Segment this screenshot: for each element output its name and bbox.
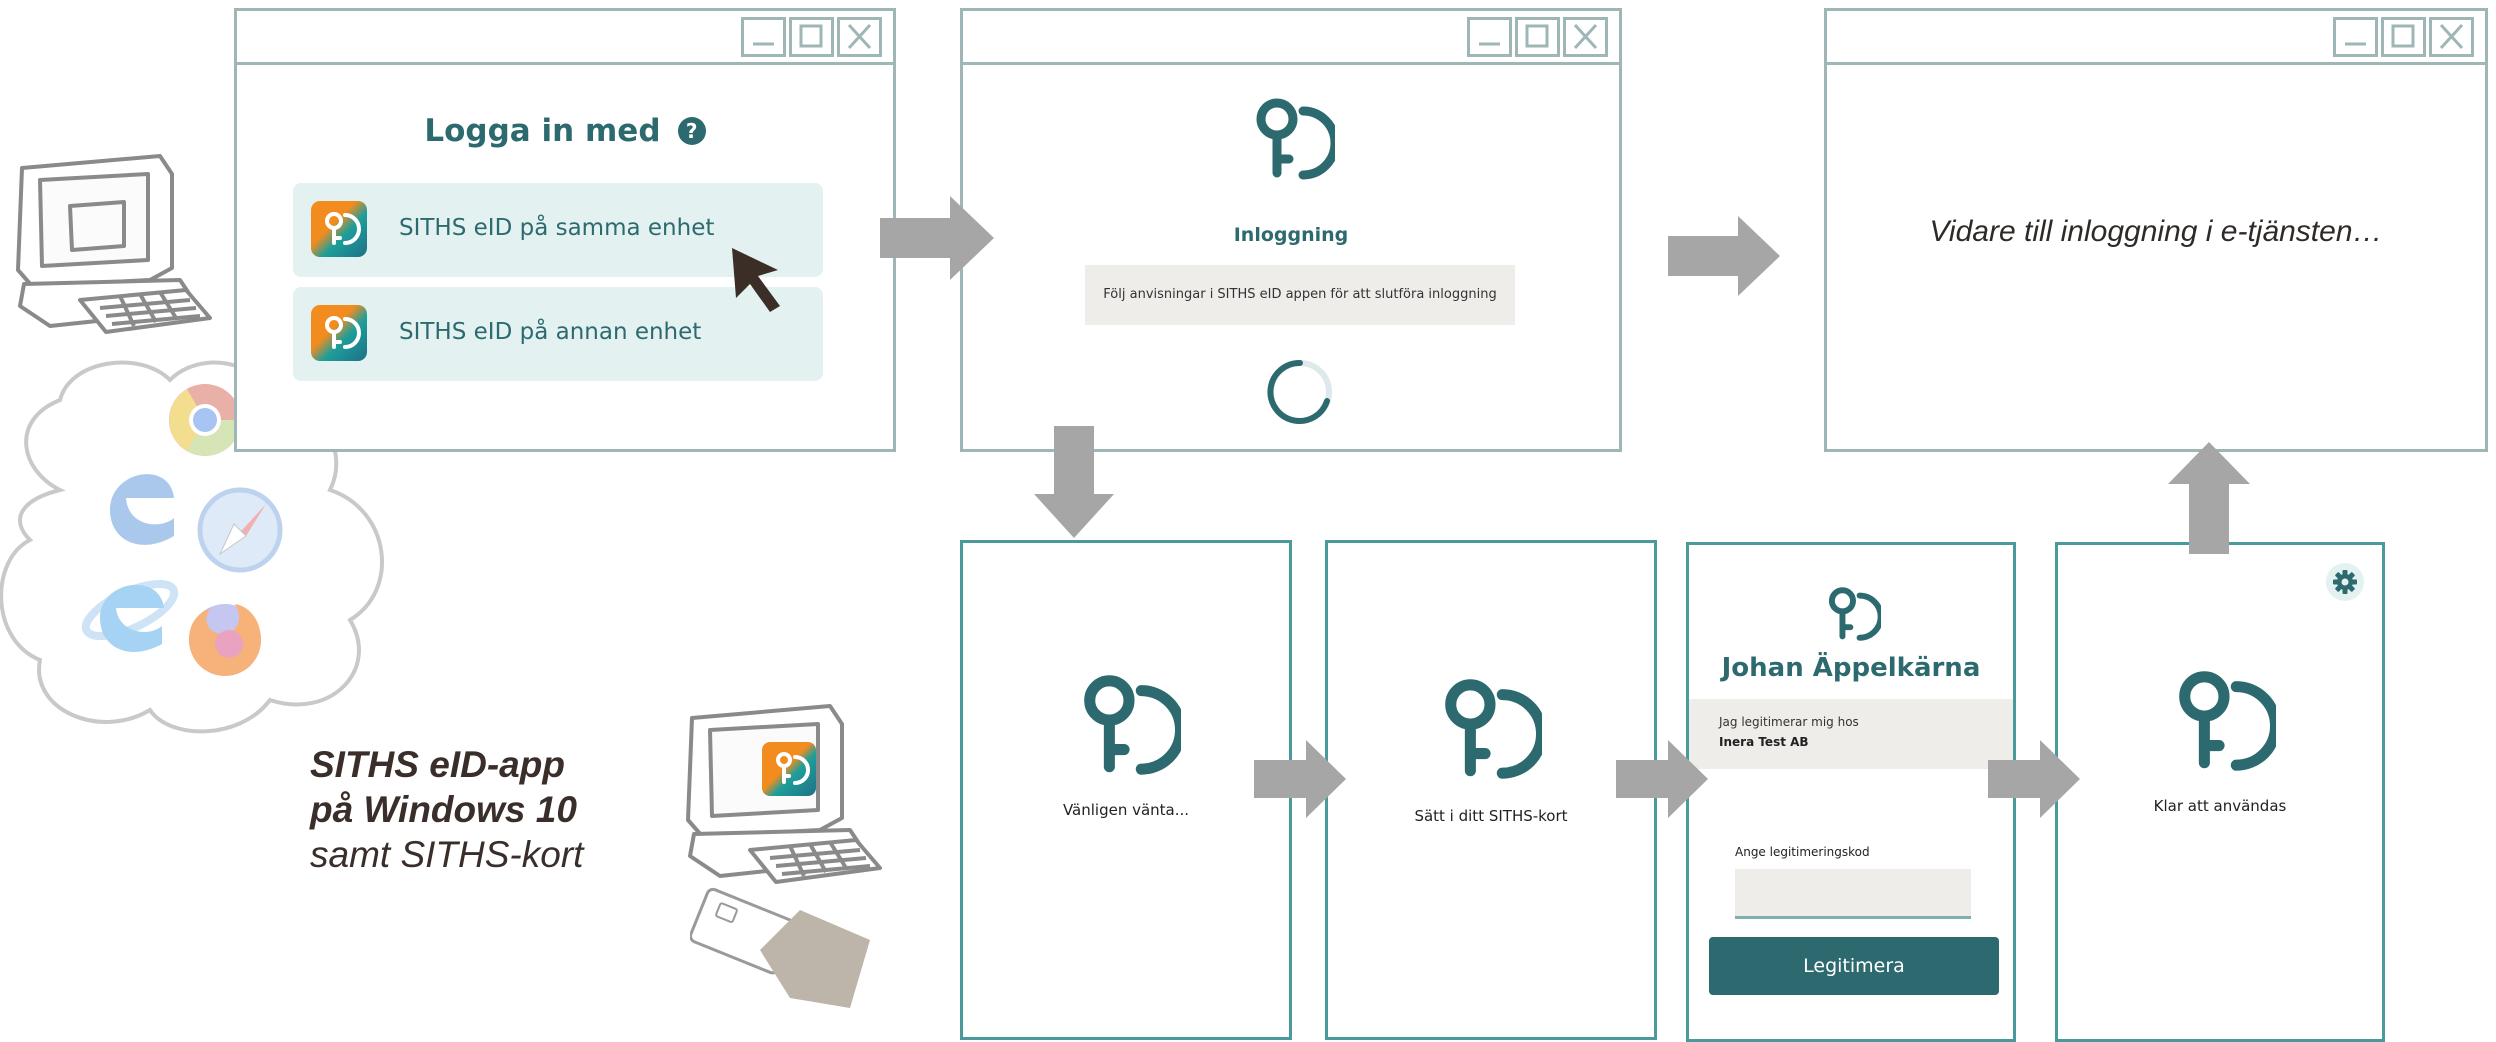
window-titlebar — [963, 11, 1619, 65]
screen-identify: Johan Äppelkärna Jag legitimerar mig hos… — [1686, 542, 2016, 1042]
waiting-label: Vänligen vänta... — [1062, 801, 1190, 819]
minimize-button[interactable] — [741, 17, 786, 57]
screen-ready: Klar att användas — [2055, 542, 2385, 1042]
login-status-title: Inloggning — [1233, 224, 1349, 246]
option-other-device[interactable]: SITHS eID på annan enhet — [293, 287, 823, 381]
legit-prefix: Jag legitimerar mig hos — [1719, 715, 1859, 729]
minimize-button[interactable] — [2333, 17, 2378, 57]
close-button[interactable] — [837, 17, 882, 57]
question-circle-icon[interactable]: ? — [677, 117, 706, 145]
arrow-right-2 — [1668, 216, 1780, 296]
instruction-box: Följ anvisningar i SITHS eID appen för a… — [1085, 265, 1515, 325]
gear-icon[interactable] — [2326, 563, 2364, 601]
option-label: SITHS eID på samma enhet — [399, 215, 715, 241]
insert-card-label: Sätt i ditt SITHS-kort — [1414, 807, 1568, 825]
maximize-button[interactable] — [789, 17, 834, 57]
firefox-icon — [189, 604, 261, 676]
login-heading: Logga in med ? — [237, 113, 893, 149]
internet-explorer-icon — [81, 579, 179, 652]
siths-eid-app-icon — [311, 305, 367, 361]
maximize-button[interactable] — [1515, 17, 1560, 57]
arrow-right-1 — [880, 196, 994, 280]
close-button[interactable] — [2429, 17, 2474, 57]
close-button[interactable] — [1563, 17, 1608, 57]
redirect-message: Vidare till inloggning i e-tjänsten… — [1929, 215, 2383, 248]
minimize-button[interactable] — [1467, 17, 1512, 57]
siths-eid-app-icon — [311, 201, 367, 257]
maximize-button[interactable] — [2381, 17, 2426, 57]
instruction-text: Följ anvisningar i SITHS eID appen för a… — [1103, 287, 1497, 302]
redirect-window: Vidare till inloggning i e-tjänsten… — [1824, 8, 2488, 452]
login-progress-window: Inloggning Följ anvisningar i SITHS eID … — [960, 8, 1622, 452]
arrow-right-4 — [1616, 740, 1708, 818]
chrome-icon — [169, 384, 241, 456]
relying-party-box: Jag legitimerar mig hos Inera Test AB — [1689, 699, 2013, 769]
computer-with-app-illustration — [686, 704, 882, 884]
siths-logo-icon — [1828, 587, 1881, 641]
desktop-computer-illustration — [16, 154, 212, 334]
arrow-up — [2168, 442, 2250, 554]
platform-caption: SITHS eID-app på Windows 10 samt SITHS-k… — [310, 742, 583, 877]
option-label: SITHS eID på annan enhet — [399, 319, 702, 345]
arrow-right-3 — [1254, 740, 1346, 818]
login-method-window: Logga in med ? SITHS eID på samma enhet … — [234, 8, 896, 452]
safari-icon — [197, 487, 283, 573]
window-titlebar — [1827, 11, 2485, 65]
caption-line-1: SITHS eID-app — [310, 744, 565, 785]
screen-waiting: Vänligen vänta... — [960, 540, 1292, 1040]
user-name: Johan Äppelkärna — [1721, 653, 1981, 683]
window-titlebar — [237, 11, 893, 65]
screen-insert-card: Sätt i ditt SITHS-kort — [1325, 540, 1657, 1040]
loading-spinner-icon — [1267, 359, 1332, 424]
browser-cloud-illustration — [0, 360, 384, 734]
siths-logo-icon — [2179, 671, 2276, 771]
edge-icon — [110, 474, 174, 545]
code-input[interactable] — [1735, 869, 1971, 919]
siths-logo-icon — [1445, 679, 1542, 779]
organization-name: Inera Test AB — [1719, 735, 1809, 749]
code-label: Ange legitimeringskod — [1735, 845, 1870, 859]
siths-logo-icon — [1084, 675, 1181, 775]
ready-label: Klar att användas — [2153, 797, 2287, 815]
caption-line-2: på Windows 10 — [310, 789, 577, 830]
mouse-cursor-icon — [732, 248, 780, 312]
arrow-right-5 — [1988, 740, 2080, 818]
page-title: Logga in med — [424, 113, 661, 149]
siths-card-illustration — [690, 887, 870, 1008]
arrow-down — [1034, 426, 1114, 538]
siths-logo-icon — [1256, 98, 1335, 180]
caption-line-3: samt SITHS-kort — [310, 834, 584, 875]
legitimera-button[interactable]: Legitimera — [1709, 937, 1999, 995]
